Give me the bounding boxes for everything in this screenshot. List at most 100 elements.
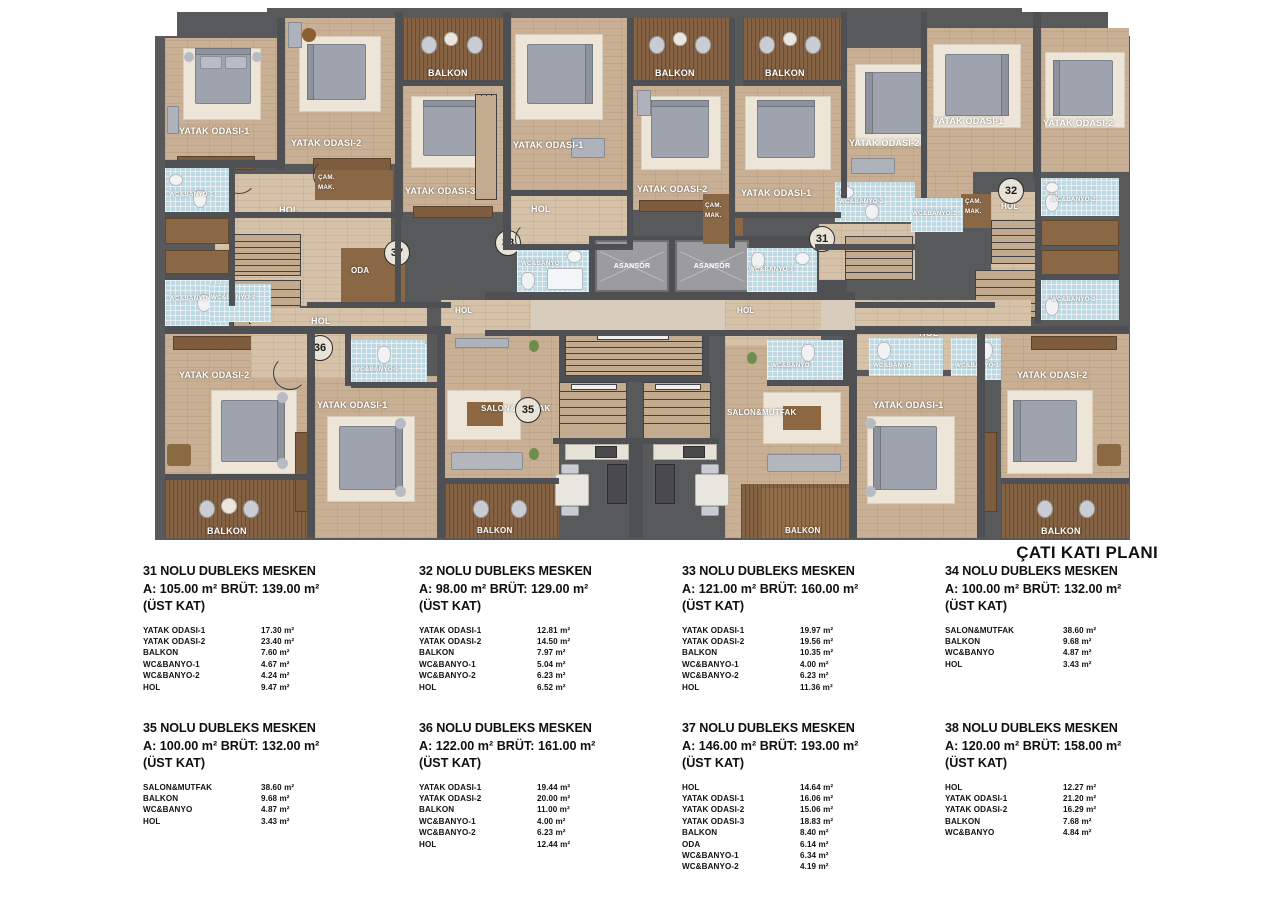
room-name: YATAK ODASI-2 xyxy=(945,805,1008,815)
room-name: WC&BANYO-2 xyxy=(143,671,200,681)
toilet-fixture xyxy=(1045,298,1059,316)
shower-tray xyxy=(547,268,583,290)
schedule-floor-note: (ÜST KAT) xyxy=(682,756,745,770)
unit-31-balcony xyxy=(743,18,841,80)
wall-line xyxy=(485,292,855,300)
decor-basket xyxy=(167,444,191,466)
wall-line xyxy=(1035,178,1041,324)
fridge-34 xyxy=(655,464,675,504)
bed-headboard-36-1 xyxy=(395,426,403,490)
schedule-title: 35 NOLU DUBLEKS MESKEN xyxy=(143,721,316,735)
room-name: SALON&MUTFAK xyxy=(945,625,1015,635)
room-area: 6.23 m² xyxy=(537,671,566,681)
room-area: 11.36 m² xyxy=(800,682,833,692)
schedule-row: WC&BANYO-1 5.04 m² xyxy=(419,659,679,670)
toilet-fixture xyxy=(877,342,891,360)
room-area: 9.68 m² xyxy=(1063,636,1092,646)
wall-line xyxy=(729,18,735,248)
dining-table-35 xyxy=(555,474,589,506)
room-name: WC&BANYO-2 xyxy=(682,671,739,681)
elevator-2: ASANSÖR xyxy=(675,240,749,292)
wall-line xyxy=(843,334,849,384)
room-area: 4.00 m² xyxy=(800,659,829,669)
schedule-row: SALON&MUTFAK 38.60 m² xyxy=(945,625,1205,636)
toilet-fixture xyxy=(521,272,535,290)
room-area: 7.97 m² xyxy=(537,648,566,658)
room-area: 38.60 m² xyxy=(1063,625,1097,635)
room-area: 6.23 m² xyxy=(800,671,829,681)
room-area: 6.23 m² xyxy=(537,828,566,838)
schedule-area-line: A: 100.00 m² BRÜT: 132.00 m² xyxy=(945,581,1122,596)
bed-headboard-37-1 xyxy=(195,48,251,55)
bed-headboard-31-1 xyxy=(757,100,815,107)
room-name: BALKON xyxy=(419,805,455,815)
room-name: YATAK ODASI-2 xyxy=(143,636,206,646)
wall-line xyxy=(503,12,511,250)
room-name: WC&BANYO-1 xyxy=(419,659,476,669)
room-area: 7.68 m² xyxy=(1063,816,1092,826)
schedule-block-33: 33 NOLU DUBLEKS MESKEN A: 121.00 m² BRÜT… xyxy=(682,563,942,693)
wardrobe-37-3 xyxy=(413,206,493,218)
wall-line xyxy=(351,382,437,388)
wall-line xyxy=(165,326,451,334)
room-name: HOL xyxy=(143,682,161,692)
room-name: HOL xyxy=(682,782,700,792)
rug-center-35 xyxy=(467,402,503,426)
room-name: YATAK ODASI-2 xyxy=(419,636,482,646)
wall-line xyxy=(165,160,277,168)
unit-32-bath-1 xyxy=(911,198,963,232)
wardrobe-36-2 xyxy=(173,336,259,350)
unit-33-balcony xyxy=(1001,484,1129,538)
room-area: 5.04 m² xyxy=(537,659,566,669)
stair-37-upper xyxy=(233,234,301,276)
wall-line xyxy=(165,274,229,280)
balcony-chair xyxy=(695,36,711,54)
schedule-floor-note: (ÜST KAT) xyxy=(419,599,482,613)
stair-31 xyxy=(845,236,913,280)
wardrobe-33-2 xyxy=(1031,336,1117,350)
room-name: YATAK ODASI-1 xyxy=(945,793,1008,803)
core-separator xyxy=(629,444,643,538)
schedule-title: 32 NOLU DUBLEKS MESKEN xyxy=(419,564,592,578)
bed-headboard-32-1 xyxy=(1001,54,1009,116)
bed-36-1 xyxy=(339,426,397,490)
balcony-chair xyxy=(1079,500,1095,518)
bed-32-1 xyxy=(945,54,1003,116)
room-name: WC&BANYO xyxy=(945,648,995,658)
schedule-area-line: A: 98.00 m² BRÜT: 129.00 m² xyxy=(419,581,589,596)
schedule-area-line: A: 122.00 m² BRÜT: 161.00 m² xyxy=(419,738,596,753)
room-name: YATAK ODASI-1 xyxy=(419,782,482,792)
unit-34-hall xyxy=(725,300,821,346)
wall-line xyxy=(977,334,985,538)
schedule-title: 38 NOLU DUBLEKS MESKEN xyxy=(945,721,1118,735)
balcony-chair xyxy=(1037,500,1053,518)
room-name: YATAK ODASI-1 xyxy=(419,625,482,635)
central-stair-landing-left xyxy=(571,384,617,390)
room-name: WC&BANYO xyxy=(143,805,193,815)
room-area: 6.14 m² xyxy=(800,839,829,849)
schedule-row: WC&BANYO-2 6.23 m² xyxy=(682,670,942,681)
bed-37-3 xyxy=(423,104,479,156)
room-name: BALKON xyxy=(945,816,981,826)
wall-line xyxy=(1041,274,1119,280)
laundry-niche-37 xyxy=(315,170,393,200)
nightstand-lamp xyxy=(277,392,288,403)
schedule-title: 37 NOLU DUBLEKS MESKEN xyxy=(682,721,855,735)
room-name: BALKON xyxy=(682,648,718,658)
floor-plan-drawing: YATAK ODASI-1 YATAK ODASI-2 BALKON YATAK… xyxy=(155,8,1130,540)
schedule-area-line: A: 121.00 m² BRÜT: 160.00 m² xyxy=(682,581,859,596)
schedule-floor-note: (ÜST KAT) xyxy=(682,599,745,613)
